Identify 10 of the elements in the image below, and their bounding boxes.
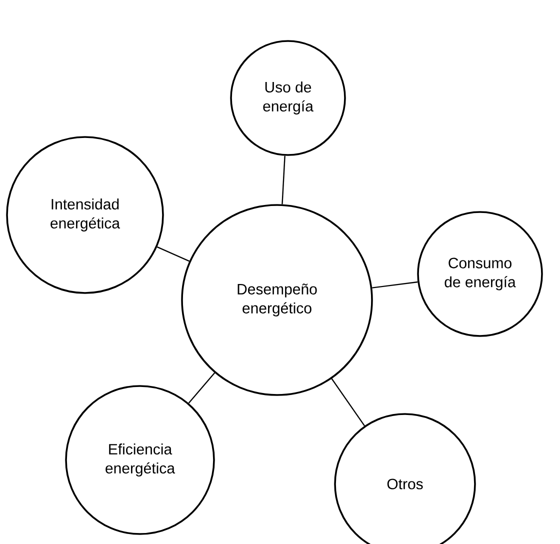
circle-node: Uso de energía xyxy=(230,40,346,156)
circle-node: Eficiencia energética xyxy=(65,385,215,535)
connector-line xyxy=(282,156,286,204)
connector-line xyxy=(372,281,418,288)
connector-line xyxy=(331,378,365,426)
connector-line xyxy=(188,372,216,404)
circle-node: Intensidad energética xyxy=(6,136,164,294)
circle-node: Consumo de energía xyxy=(417,211,543,337)
circle-node: Desempeño energético xyxy=(181,204,373,396)
connector-line xyxy=(156,246,190,262)
